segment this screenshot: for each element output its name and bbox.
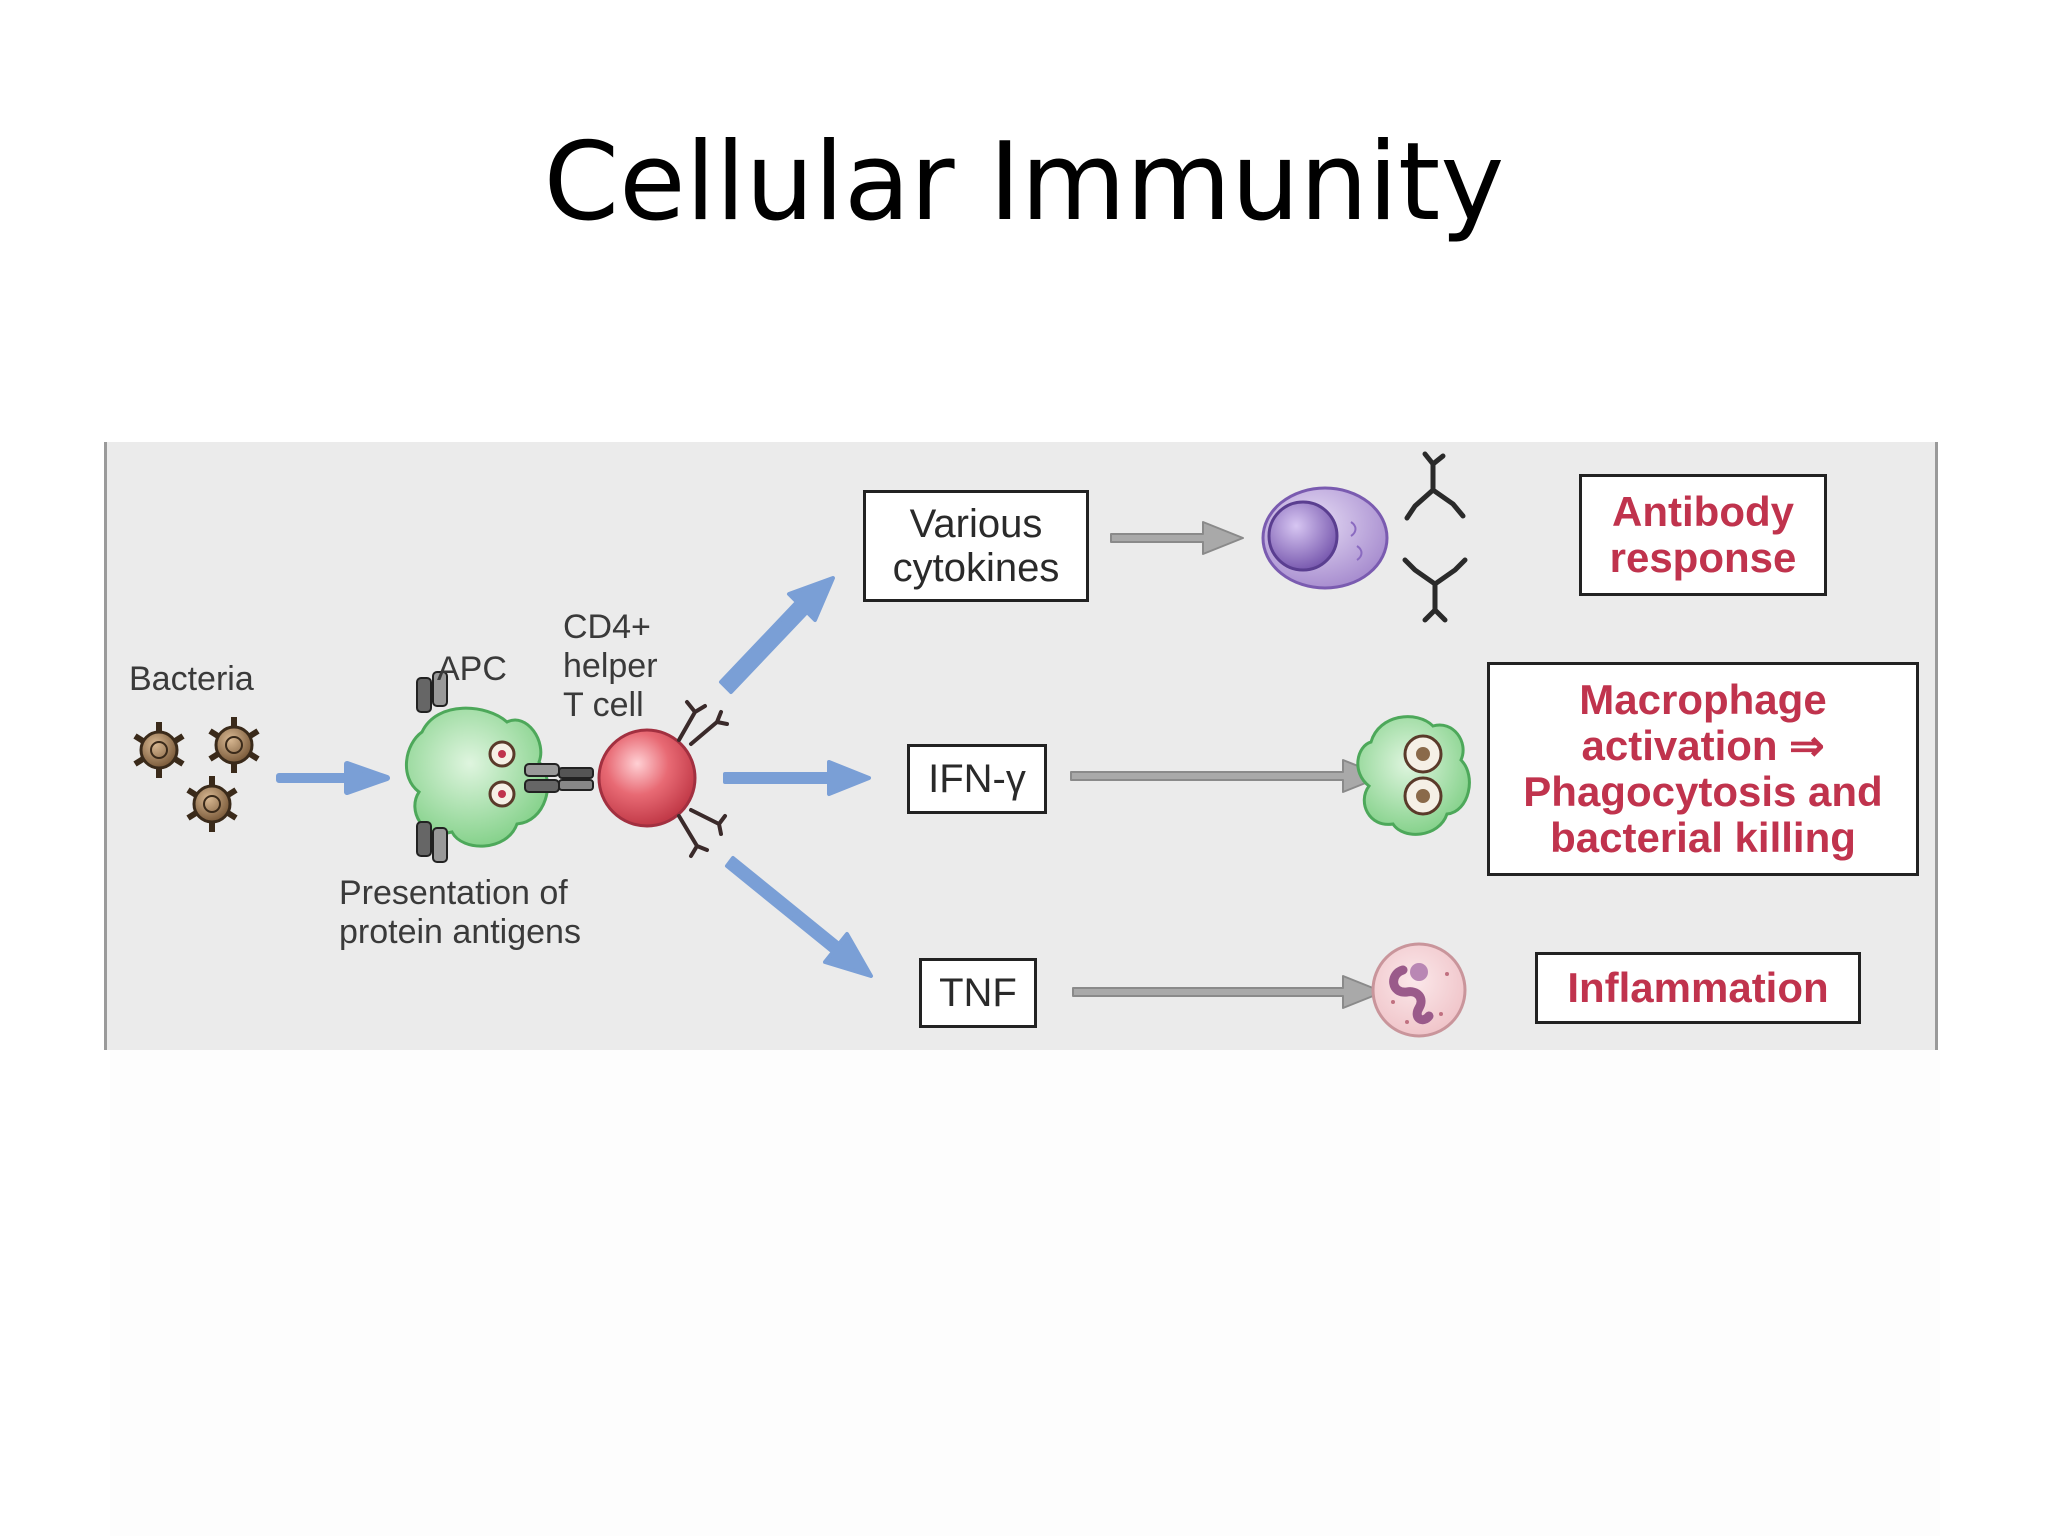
inflammation-label: Inflammation xyxy=(1567,964,1829,1011)
tnf-box: TNF xyxy=(919,958,1037,1028)
macrophage-icon xyxy=(1356,715,1471,836)
b-cell-icon xyxy=(1261,486,1389,590)
macrophage-line4: bacterial killing xyxy=(1550,814,1856,861)
ifn-gamma-box: IFN-γ xyxy=(907,744,1047,814)
presentation-label-line1: Presentation of xyxy=(339,874,568,912)
arrow-ifn-to-macrophage xyxy=(1070,759,1384,793)
figure-graphics xyxy=(133,451,1471,1038)
slide-title: Cellular Immunity xyxy=(543,120,1505,245)
bacteria-label: Bacteria xyxy=(129,660,254,698)
antibody-response-box: Antibody response xyxy=(1579,474,1827,596)
bacteria-icon xyxy=(133,717,260,832)
arrow-t-cell-to-ifn xyxy=(723,760,871,796)
tnf-label: TNF xyxy=(939,971,1017,1015)
arrow-t-cell-to-tnf xyxy=(725,856,873,978)
inflammation-box: Inflammation xyxy=(1535,952,1861,1024)
apc-cell-icon xyxy=(404,671,560,863)
arrow-t-cell-to-cytokines xyxy=(719,576,835,694)
slide-blank-area xyxy=(110,1050,1940,1536)
cd4-label-line1: CD4+ xyxy=(563,608,651,646)
t-cell-icon xyxy=(558,700,729,858)
presentation-label-line2: protein antigens xyxy=(339,913,581,951)
arrow-bacteria-to-apc xyxy=(276,761,390,795)
cd4-label-line2: helper xyxy=(563,647,658,685)
neutrophil-icon xyxy=(1371,942,1467,1038)
cytokines-line2: cytokines xyxy=(892,546,1060,590)
presentation-label: Presentation of protein antigens xyxy=(339,874,581,952)
ifn-gamma-label: IFN-γ xyxy=(928,757,1026,801)
immunity-figure: Bacteria APC CD4+ helper T cell Presenta… xyxy=(104,442,1938,1050)
apc-label: APC xyxy=(437,650,507,688)
cytokines-box: Various cytokines xyxy=(863,490,1089,602)
arrow-tnf-to-neutrophil xyxy=(1072,975,1384,1009)
cytokines-line1: Various xyxy=(909,502,1043,546)
macrophage-line1: Macrophage xyxy=(1579,676,1827,723)
macrophage-activation-box: Macrophage activation ⇒ Phagocytosis and… xyxy=(1487,662,1919,876)
cd4-label-line3: T cell xyxy=(563,686,644,724)
antibody-icon xyxy=(1402,451,1468,623)
macrophage-line3: Phagocytosis and xyxy=(1523,768,1883,815)
antibody-line2: response xyxy=(1609,534,1797,581)
antibody-line1: Antibody xyxy=(1612,488,1794,535)
macrophage-line2: activation ⇒ xyxy=(1581,722,1825,769)
arrow-cytokines-to-b-cell xyxy=(1110,521,1244,555)
cd4-helper-t-cell-label: CD4+ helper T cell xyxy=(563,608,658,725)
